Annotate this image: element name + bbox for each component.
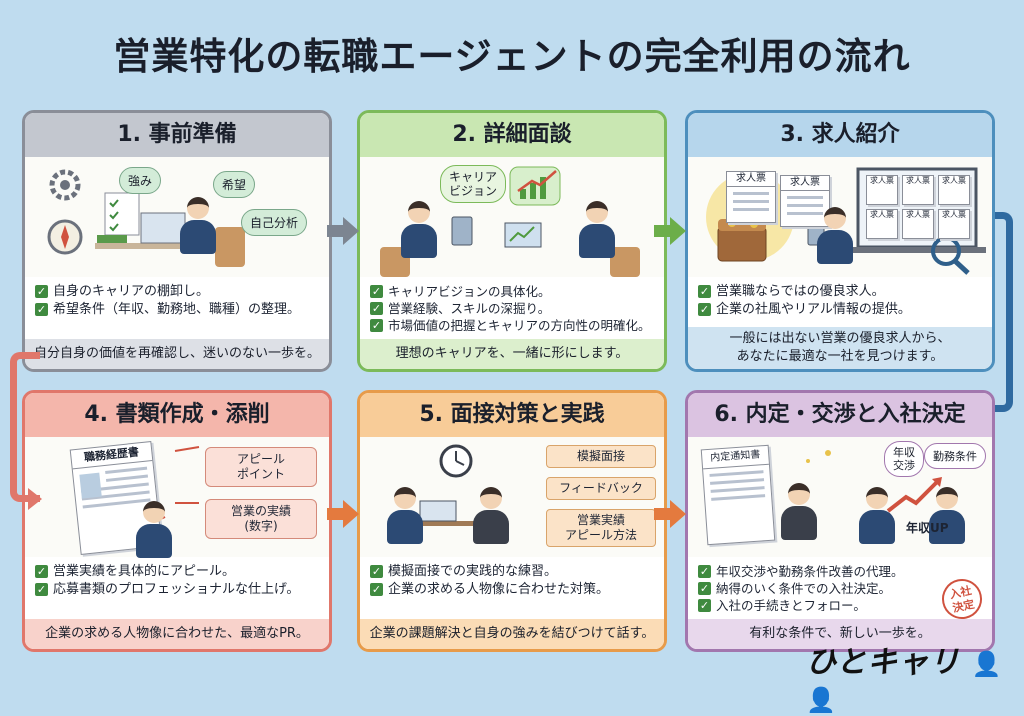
person-figure [781, 483, 817, 540]
check-item: 年収交渉や勤務条件改善の代理。 [698, 563, 984, 580]
step-footer: 有利な条件で、新しい一歩を。 [688, 619, 992, 649]
logo-text: ひとキャリ [806, 645, 961, 680]
doc-label: 求人票 [727, 172, 775, 187]
tag-mock-interview: 模擬面接 [546, 445, 656, 468]
bubble-wish: 希望 [213, 171, 256, 198]
connector-line [995, 212, 1013, 412]
tag-appeal-method: 営業実績 アピール方法 [546, 509, 656, 547]
page-title: 営業特化の転職エージェントの完全利用の流れ [113, 35, 911, 78]
step-footer: 企業の求める人物像に合わせた、最適なPR。 [25, 619, 329, 649]
clock-icon [416, 444, 496, 526]
person-figure [136, 501, 172, 558]
gear-compass-icon [47, 169, 245, 267]
tag-appeal-point: アピール ポイント [205, 447, 317, 487]
step-heading: 5. 面接対策と実践 [360, 393, 664, 437]
job-tile: 求人票 [866, 175, 898, 205]
check-item: 応募書類のプロフェッショナルな仕上げ。 [35, 581, 321, 599]
check-item: キャリアビジョンの具体化。 [370, 283, 656, 300]
tag-sales-record: 営業の実績 (数字) [205, 499, 317, 539]
growth-chart-icon [380, 166, 640, 277]
step-card-5: 5. 面接対策と実践 模擬面接 フィードバック 営業実績 アピール方法 模擬面接… [357, 390, 667, 652]
job-posting-doc: 求人票 [780, 175, 830, 227]
footer-line: あなたに最適な一社を見つけます。 [736, 349, 944, 364]
check-item: 納得のいく条件での入社決定。 [698, 580, 984, 597]
salary-up-label: 年収UP [906, 521, 949, 535]
offer-letter-doc: 内定通知書 [700, 444, 776, 546]
job-tile: 求人票 [938, 209, 970, 239]
job-tile: 求人票 [902, 175, 934, 205]
check-item: 市場価値の把握とキャリアの方向性の明確化。 [370, 317, 656, 334]
step-illustration: 強み 希望 自己分析 [25, 157, 329, 277]
job-tile: 求人票 [938, 175, 970, 205]
bubble-strength: 強み [119, 167, 162, 194]
check-list: 年収交渉や勤務条件改善の代理。 納得のいく条件での入社決定。 入社の手続きとフォ… [688, 557, 992, 613]
check-item: 入社の手続きとフォロー。 [698, 597, 984, 614]
person-figure [817, 207, 853, 264]
step-illustration: 求人票 求人票 求人票 求人票 求人票 求人票 求人票 求人票 [688, 157, 992, 277]
step-footer: 企業の課題解決と自身の強みを結びつけて話す。 [360, 619, 664, 649]
job-grid: 求人票 求人票 求人票 求人票 求人票 求人票 [866, 175, 970, 239]
check-list: キャリアビジョンの具体化。 営業経験、スキルの深掘り。 市場価値の把握とキャリア… [360, 277, 664, 333]
footer-line: 一般には出ない営業の優良求人から、 [729, 331, 951, 346]
arrow-right-icon [654, 500, 686, 528]
bubble-career-vision: キャリア ビジョン [440, 165, 507, 203]
check-list: 自身のキャリアの棚卸し。 希望条件（年収、勤務地、職種）の整理。 [25, 277, 329, 333]
bubble-self-analysis: 自己分析 [241, 209, 308, 236]
check-item: 希望条件（年収、勤務地、職種）の整理。 [35, 301, 321, 319]
check-item: 企業の社風やリアル情報の提供。 [698, 301, 984, 319]
doc-label: 求人票 [781, 176, 829, 191]
connector-line [10, 352, 40, 502]
step-illustration: 模擬面接 フィードバック 営業実績 アピール方法 [360, 437, 664, 557]
arrow-right-icon [654, 217, 686, 245]
bubble-work-conditions: 勤務条件 [924, 443, 986, 469]
step-heading: 6. 内定・交渉と入社決定 [688, 393, 992, 437]
check-list: 模擬面接での実践的な練習。 企業の求める人物像に合わせた対策。 [360, 557, 664, 613]
check-item: 模擬面接での実践的な練習。 [370, 563, 656, 581]
step-heading: 1. 事前準備 [25, 113, 329, 157]
step-heading: 2. 詳細面談 [360, 113, 664, 157]
person-figure [401, 201, 437, 258]
job-tile: 求人票 [866, 209, 898, 239]
doc-label: 内定通知書 [701, 445, 769, 470]
step-footer: 一般には出ない営業の優良求人から、 あなたに最適な一社を見つけます。 [688, 327, 992, 369]
step-card-1: 1. 事前準備 強み 希望 自己分析 自身のキャリアの棚卸し。 希望条件（年収、… [22, 110, 332, 372]
step-heading: 4. 書類作成・添削 [25, 393, 329, 437]
job-tile: 求人票 [902, 209, 934, 239]
photo-placeholder [79, 472, 102, 499]
person-figure [387, 487, 423, 544]
step-card-3: 3. 求人紹介 求人票 求人票 求人票 求人票 求人票 求人票 求人票 求 [685, 110, 995, 372]
tag-feedback: フィードバック [546, 477, 656, 500]
step-card-6: 6. 内定・交渉と入社決定 内定通知書 年収 交渉 勤務条件 年収UP 年収交渉… [685, 390, 995, 652]
step-illustration: キャリア ビジョン [360, 157, 664, 277]
growth-arrow-icon [806, 450, 942, 513]
arrow-right-icon [28, 488, 42, 510]
step-illustration: 職務経歴書 アピール ポイント 営業の実績 (数字) [25, 437, 329, 558]
step-card-2: 2. 詳細面談 キャリア ビジョン キャリアビジョンの具体化。 営業経験、スキル… [357, 110, 667, 372]
brand-logo: ひとキャリ 👤👤 [806, 637, 1021, 714]
arrow-right-icon [327, 217, 359, 245]
person-figure [579, 201, 615, 258]
step-footer: 自分自身の価値を再確認し、迷いのない一歩を。 [25, 339, 329, 369]
check-item: 企業の求める人物像に合わせた対策。 [370, 581, 656, 599]
check-item: 自身のキャリアの棚卸し。 [35, 283, 321, 301]
check-item: 営業実績を具体的にアピール。 [35, 563, 321, 581]
check-item: 営業職ならではの優良求人。 [698, 283, 984, 301]
step-footer: 理想のキャリアを、一緒に形にします。 [360, 339, 664, 369]
arrow-right-icon [327, 500, 359, 528]
step-illustration: 内定通知書 年収 交渉 勤務条件 年収UP [688, 437, 992, 557]
person-figure [929, 487, 965, 544]
person-figure [859, 487, 895, 544]
check-item: 営業経験、スキルの深掘り。 [370, 300, 656, 317]
bubble-salary-negotiation: 年収 交渉 [884, 441, 924, 477]
person-figure [180, 197, 216, 254]
check-list: 営業職ならではの優良求人。 企業の社風やリアル情報の提供。 [688, 277, 992, 321]
person-figure [473, 487, 509, 544]
step-heading: 3. 求人紹介 [688, 113, 992, 157]
job-posting-doc: 求人票 [726, 171, 776, 223]
step-card-4: 4. 書類作成・添削 職務経歴書 アピール ポイント 営業の実績 (数字) 営業… [22, 390, 332, 652]
check-list: 営業実績を具体的にアピール。 応募書類のプロフェッショナルな仕上げ。 [25, 557, 329, 613]
